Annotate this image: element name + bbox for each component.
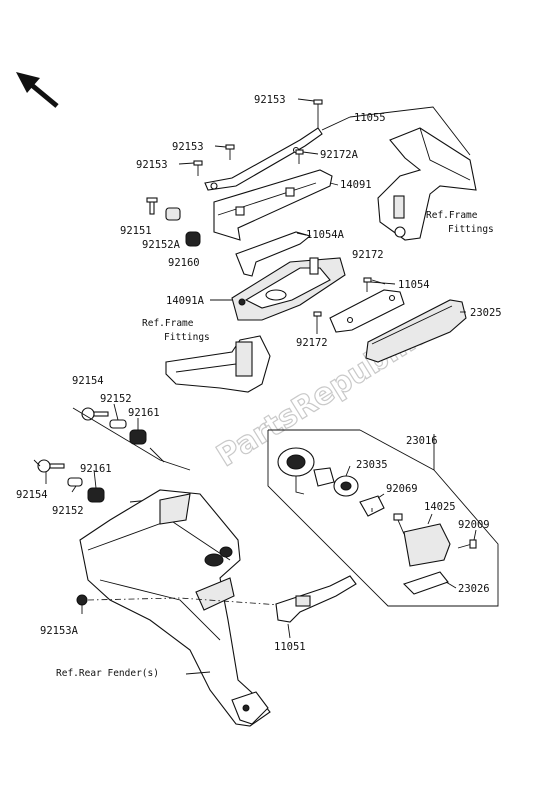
label-92152A: 92152A	[142, 239, 181, 251]
lamp-assembly-box-23016	[267, 429, 499, 607]
grommet-92161-a	[129, 429, 147, 445]
label-92161: 92161	[80, 463, 112, 475]
ref-frame-fittings-top-line1: Ref.Frame	[426, 210, 478, 221]
screw-92069-b	[393, 513, 405, 535]
label-11051: 11051	[274, 641, 306, 653]
direction-arrow-icon	[16, 72, 59, 108]
frame-fitting-top	[377, 127, 477, 241]
assembly-leaders	[345, 465, 477, 589]
ref-frame-fittings-left-line2: Fittings	[164, 332, 210, 343]
leader-lines	[33, 98, 471, 503]
bolt-92154-b	[37, 459, 65, 473]
label-92069: 92069	[386, 483, 418, 495]
label-92172: 92172	[296, 337, 328, 349]
lens-23025	[365, 299, 467, 363]
bolt-92151	[146, 197, 158, 215]
label-92009: 92009	[458, 519, 490, 531]
lens-23026	[402, 571, 449, 595]
label-92151: 92151	[120, 225, 152, 237]
label-92154: 92154	[16, 489, 48, 501]
label-14091A: 14091A	[166, 295, 205, 307]
grommet-92160	[185, 231, 201, 247]
rear-fender	[79, 489, 271, 727]
bracket-11051	[275, 575, 357, 639]
label-92160: 92160	[168, 257, 200, 269]
label-92172A: 92172A	[320, 149, 359, 161]
label-14025: 14025	[424, 501, 456, 513]
label-92153: 92153	[172, 141, 204, 153]
collar-92152-a	[109, 419, 127, 429]
collar-92152-b	[67, 477, 83, 487]
label-11054A: 11054A	[306, 229, 345, 241]
clip-92069	[359, 495, 385, 517]
dash-line	[87, 597, 281, 606]
label-92153: 92153	[254, 94, 286, 106]
label-11055: 11055	[354, 112, 386, 124]
collar-92152A	[165, 207, 181, 221]
cover-14025	[403, 523, 451, 567]
label-23026: 23026	[458, 583, 490, 595]
label-14091: 14091	[340, 179, 372, 191]
label-92152: 92152	[100, 393, 132, 405]
label-92153: 92153	[136, 159, 168, 171]
label-23025: 23025	[470, 307, 502, 319]
bolt-92172-left	[313, 311, 322, 326]
bolt-92172-right	[363, 277, 372, 292]
label-92154: 92154	[72, 375, 104, 387]
bolt-92153A	[76, 594, 88, 614]
ref-rear-fender: Ref.Rear Fender(s)	[56, 668, 159, 679]
ref-frame-fittings-left-line1: Ref.Frame	[142, 318, 194, 329]
label-23016: 23016	[406, 435, 438, 447]
bolt-92154-a	[81, 407, 109, 421]
bolt-92153-top	[313, 99, 323, 116]
label-92161: 92161	[128, 407, 160, 419]
socket-23035	[277, 447, 359, 497]
frame-fitting-left	[165, 335, 271, 393]
bracket-11054A	[235, 231, 312, 277]
screw-92009	[457, 539, 477, 549]
label-11054: 11054	[398, 279, 430, 291]
label-92152: 92152	[52, 505, 84, 517]
bolt-92172A	[295, 149, 304, 164]
lamp-housing-14091A	[231, 257, 346, 321]
bolt-92153-mid	[225, 144, 235, 160]
label-92153A: 92153A	[40, 625, 79, 637]
label-92172: 92172	[352, 249, 384, 261]
fender-leader	[185, 671, 211, 675]
label-23035: 23035	[356, 459, 388, 471]
ref-frame-fittings-top-line2: Fittings	[448, 224, 494, 235]
bolt-92153-left	[193, 160, 203, 176]
cover-14091	[213, 169, 333, 241]
bracket-11054	[329, 289, 405, 333]
grommet-92161-b	[87, 487, 105, 503]
